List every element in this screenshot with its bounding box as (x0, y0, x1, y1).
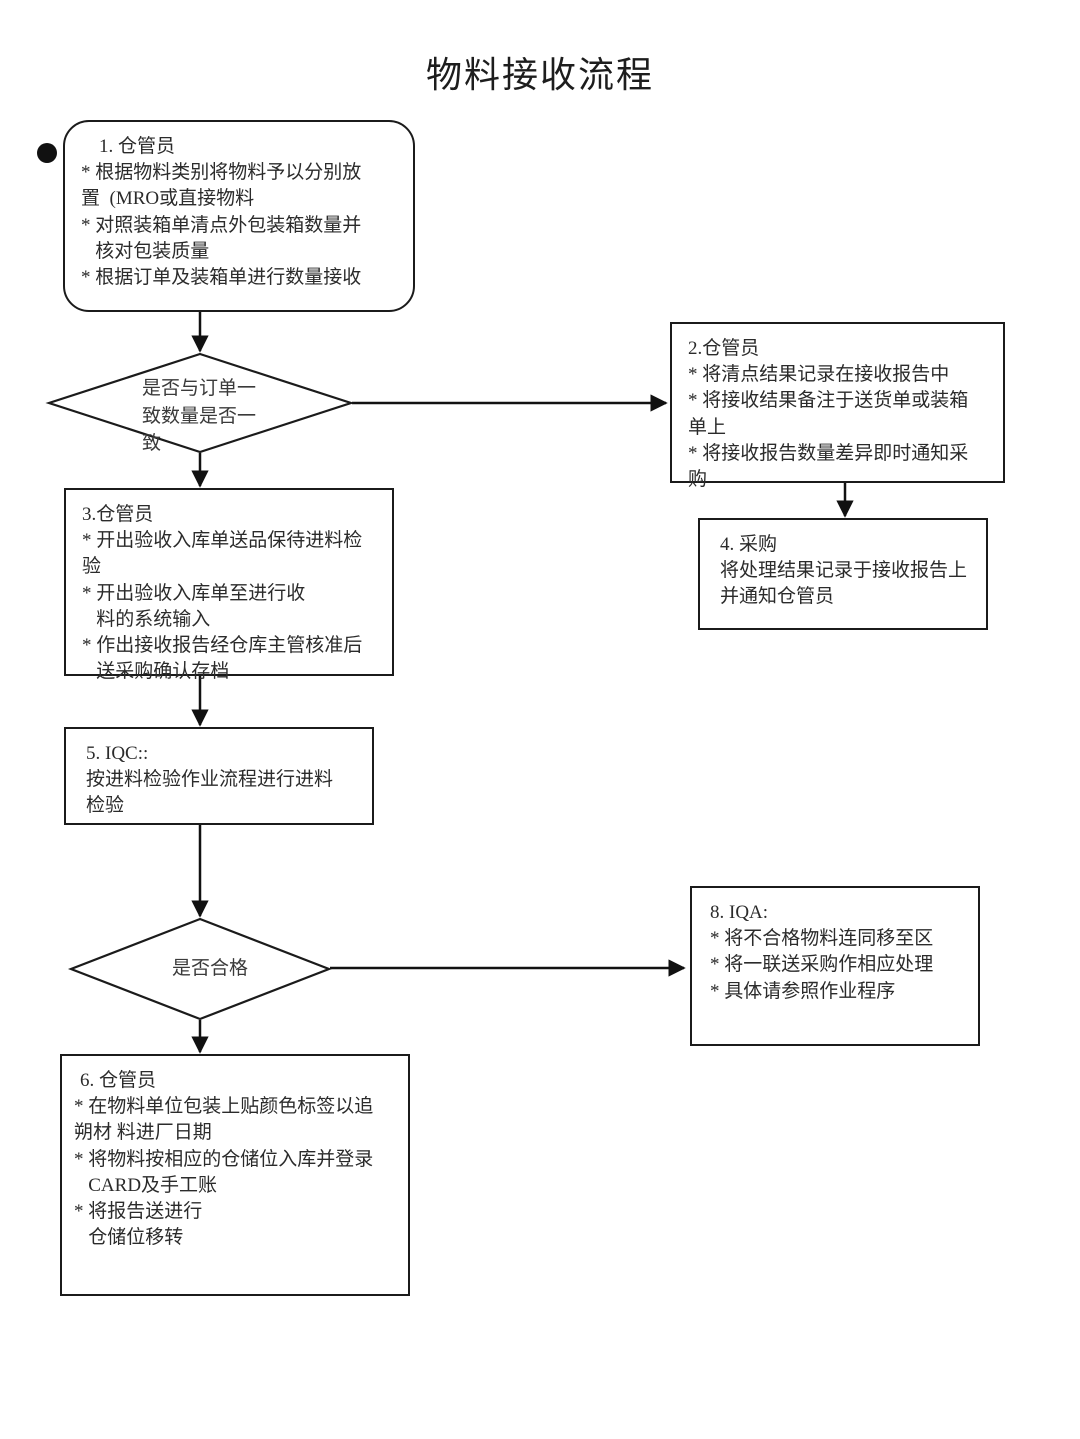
node-2-line-3: 单上 (688, 416, 727, 438)
page-title: 物料接收流程 (425, 55, 654, 95)
node-2-line-2: * 将接收结果备注于送货单或装箱 (688, 390, 969, 412)
process-node-5[interactable]: 5. IQC:: 按进料检验作业流程进行进料 检验 (64, 727, 374, 825)
node-6-header: 6. 仓管员 (80, 1070, 157, 1091)
node-2-line-5: 购 (688, 469, 708, 491)
process-node-4[interactable]: 4. 采购 将处理结果记录于接收报告上 并通知仓管员 (698, 518, 988, 630)
node-3-line-3: * 开出验收入库单至进行收 (82, 582, 306, 604)
node-6-line-3: * 将物料按相应的仓储位入库并登录 (74, 1148, 374, 1170)
decision-1-label: 是否与订单一 致数量是否一 致 (142, 378, 257, 455)
node-6-line-5: * 将报告送进行 (74, 1201, 203, 1223)
node-6-line-1: * 在物料单位包装上贴颜色标签以追 (74, 1096, 374, 1118)
node-3-header: 3.仓管员 (82, 504, 154, 525)
node-8-line-3: * 具体请参照作业程序 (710, 980, 896, 1002)
node-3-line-1: * 开出验收入库单送品保待进料检 (82, 530, 363, 552)
start-node-dot (37, 143, 57, 163)
process-node-3[interactable]: 3.仓管员 * 开出验收入库单送品保待进料检 验 * 开出验收入库单至进行收 料… (64, 488, 394, 682)
node-1-line-4: 核对包装质量 (81, 240, 210, 262)
node-1-line-1: * 根据物料类别将物料予以分别放 (81, 162, 362, 184)
node-4-header: 4. 采购 (720, 534, 778, 555)
decision-2-shape (67, 917, 333, 1021)
node-3-line-6: 送采购确认存档 (82, 661, 230, 683)
node-5-header: 5. IQC:: (86, 743, 149, 764)
decision-1-shape (45, 352, 355, 454)
process-node-1[interactable]: 1. 仓管员 * 根据物料类别将物料予以分别放 置 (MRO或直接物料 * 对照… (63, 120, 415, 312)
node-1-header: 1. 仓管员 (99, 136, 176, 157)
process-node-8[interactable]: 8. IQA: * 将不合格物料连同移至区 * 将一联送采购作相应处理 * 具体… (690, 886, 980, 1046)
node-6-line-4: CARD及手工账 (74, 1174, 218, 1196)
process-node-2[interactable]: 2.仓管员 * 将清点结果记录在接收报告中 * 将接收结果备注于送货单或装箱 单… (670, 322, 1005, 490)
node-2-header: 2.仓管员 (688, 338, 760, 359)
decision-2-label: 是否合格 (171, 958, 248, 979)
process-node-6[interactable]: 6. 仓管员 * 在物料单位包装上贴颜色标签以追 朔材 料进厂日期 * 将物料按… (60, 1054, 410, 1296)
node-1-line-3: * 对照装箱单清点外包装箱数量并 (81, 214, 362, 236)
node-6-line-6: 仓储位移转 (74, 1227, 184, 1249)
node-4-line-1: 将处理结果记录于接收报告上 (720, 560, 968, 582)
decision-node-1[interactable]: 是否与订单一 致数量是否一 致 (45, 352, 355, 454)
node-2-line-1: * 将清点结果记录在接收报告中 (688, 364, 950, 386)
node-8-line-2: * 将一联送采购作相应处理 (710, 954, 934, 976)
node-1-line-5: * 根据订单及装箱单进行数量接收 (81, 267, 362, 289)
node-3-line-4: 料的系统输入 (82, 608, 211, 630)
node-3-line-5: * 作出接收报告经仓库主管核准后 (82, 635, 363, 657)
node-8-line-1: * 将不合格物料连同移至区 (710, 928, 934, 950)
node-6-line-2: 朔材 料进厂日期 (74, 1122, 212, 1144)
node-1-line-2: 置 (MRO或直接物料 (81, 188, 255, 210)
node-5-line-1: 按进料检验作业流程进行进料 (86, 769, 334, 791)
node-2-line-4: * 将接收报告数量差异即时通知采 (688, 442, 969, 464)
node-8-header: 8. IQA: (710, 902, 769, 923)
node-3-line-2: 验 (82, 556, 102, 578)
node-4-line-2: 并通知仓管员 (720, 586, 835, 608)
node-5-line-2: 检验 (86, 795, 125, 817)
decision-node-2[interactable]: 是否合格 (67, 917, 333, 1021)
